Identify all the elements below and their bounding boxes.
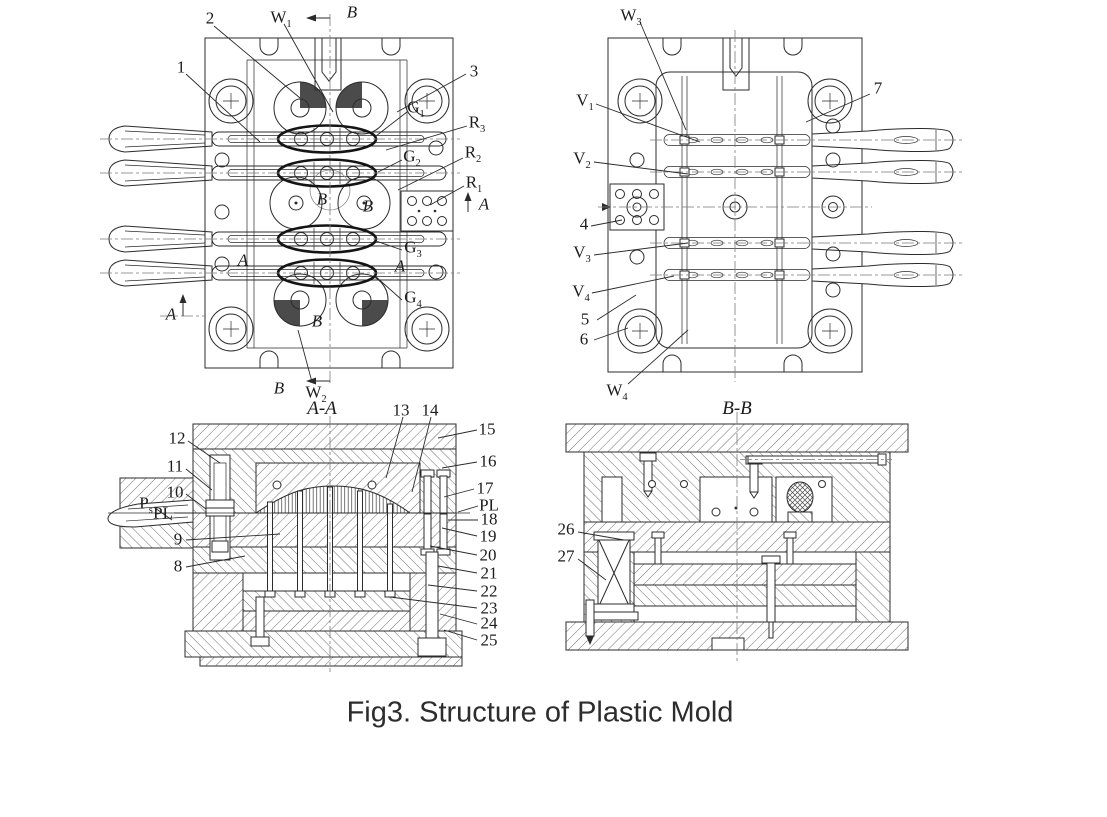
section-aa-drawing — [107, 416, 479, 672]
view-top-right-drawing — [590, 21, 962, 385]
view-top-left-drawing — [100, 14, 472, 386]
figure-caption: Fig3. Structure of Plastic Mold — [346, 696, 734, 729]
section-bb-drawing — [565, 412, 909, 662]
section-bb-title: B-B — [722, 398, 752, 419]
section-aa-title: A-A — [307, 398, 337, 419]
